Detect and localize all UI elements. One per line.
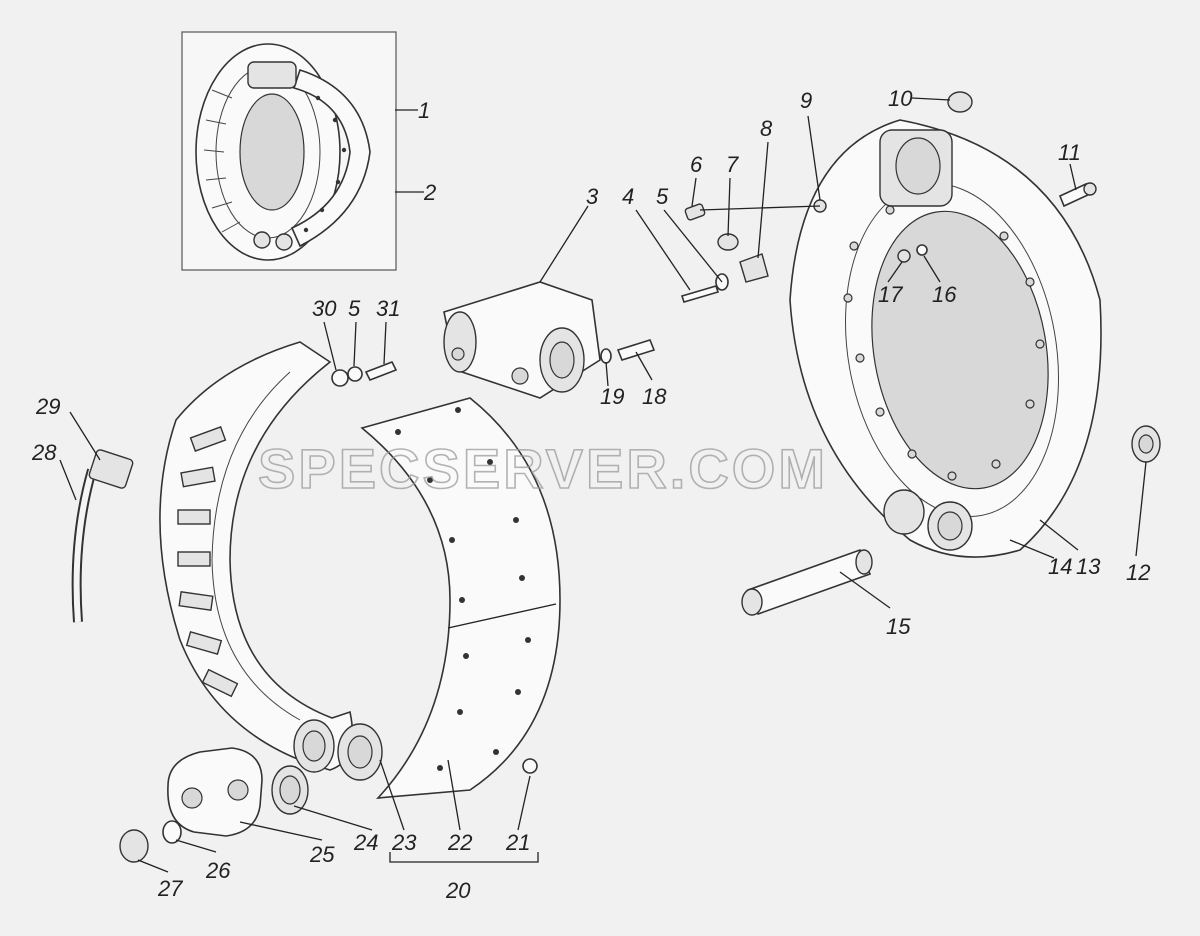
- callout-5-upper: 5: [656, 184, 669, 209]
- callout-numbers: 1 2 3 4 5 6 7 8 9 10 11 12 13 14 15 16 1…: [31, 86, 1150, 903]
- inset-assembled-brake: [181, 31, 397, 271]
- callout-5-lower: 5: [348, 296, 361, 321]
- callout-15: 15: [886, 614, 911, 639]
- callout-13: 13: [1076, 554, 1101, 579]
- leader-lines: [59, 97, 1147, 873]
- shoe-axle: [741, 548, 873, 616]
- callout-31: 31: [376, 296, 400, 321]
- backing-plate: [789, 119, 1102, 558]
- callout-12: 12: [1126, 560, 1150, 585]
- callout-1: 1: [418, 98, 430, 123]
- callout-14: 14: [1048, 554, 1072, 579]
- brake-shoe: [159, 341, 383, 781]
- callout-26: 26: [205, 858, 231, 883]
- friction-lining: [360, 397, 561, 799]
- callout-24: 24: [353, 830, 378, 855]
- callout-17: 17: [878, 282, 903, 307]
- callout-6: 6: [690, 152, 703, 177]
- callout-27: 27: [157, 876, 183, 901]
- callout-18: 18: [642, 384, 667, 409]
- callout-16: 16: [932, 282, 957, 307]
- callout-11: 11: [1058, 140, 1081, 165]
- hardware: [71, 91, 1161, 863]
- callout-10: 10: [888, 86, 913, 111]
- callout-2: 2: [423, 180, 436, 205]
- callout-25: 25: [309, 842, 335, 867]
- callout-29: 29: [35, 394, 60, 419]
- callout-21: 21: [505, 830, 530, 855]
- callout-28: 28: [31, 440, 57, 465]
- callout-19: 19: [600, 384, 624, 409]
- callout-8: 8: [760, 116, 773, 141]
- callout-23: 23: [391, 830, 417, 855]
- watermark: SPECSERVER.COM: [258, 437, 828, 500]
- callout-9: 9: [800, 88, 812, 113]
- callout-20: 20: [445, 878, 471, 903]
- callout-7: 7: [726, 152, 739, 177]
- callout-4: 4: [622, 184, 634, 209]
- callout-3: 3: [586, 184, 599, 209]
- callout-30: 30: [312, 296, 337, 321]
- wheel-cylinder: [443, 281, 601, 399]
- callout-22: 22: [447, 830, 472, 855]
